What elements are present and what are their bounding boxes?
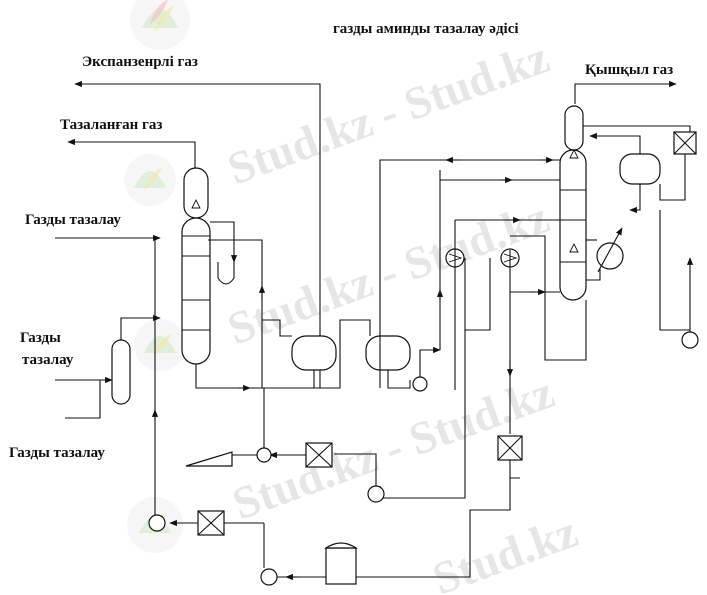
amine-storage-tank-roof bbox=[324, 542, 358, 549]
absorber-side-trap bbox=[217, 262, 235, 285]
regenerator-flow-icon bbox=[569, 242, 579, 253]
absorber-top bbox=[183, 167, 209, 219]
storage-return-line bbox=[356, 478, 511, 578]
drum1-inlet-line bbox=[262, 319, 292, 337]
acid-gas-line bbox=[574, 80, 677, 104]
amine-storage-tank bbox=[325, 547, 357, 585]
absorber-liquid-line bbox=[208, 239, 263, 388]
watermark-text: Stud.kz - Stud.kz bbox=[221, 191, 556, 354]
gas-cleaning-label-3: Газды тазалау bbox=[9, 445, 105, 461]
overhead-cooler-cross bbox=[673, 131, 697, 155]
storage-pump bbox=[260, 568, 278, 586]
drum2-outlet-line bbox=[387, 370, 411, 389]
absorber-flow-icon bbox=[191, 198, 201, 209]
flash-drum-1 bbox=[291, 335, 337, 371]
heat-exchanger-2-coil bbox=[503, 253, 518, 263]
purified-gas-line bbox=[67, 138, 196, 170]
makeup-pump bbox=[148, 514, 166, 532]
lean-amine-pump bbox=[367, 485, 385, 503]
purified-gas-label: Тазаланған газ bbox=[60, 117, 162, 133]
lean-cooler-outlet bbox=[509, 460, 520, 479]
reflux-drum bbox=[619, 153, 661, 185]
trim-cooler-cross bbox=[305, 442, 333, 468]
amine-filter bbox=[185, 451, 233, 467]
watermark-logo bbox=[134, 319, 186, 371]
rich-amine-line bbox=[195, 364, 320, 389]
reboiler bbox=[596, 242, 624, 270]
drum1-to-drum2-line bbox=[313, 319, 371, 389]
lean-pump-outlet bbox=[334, 453, 377, 486]
acid-gas-label: Қышқыл газ bbox=[585, 62, 673, 78]
regenerator-bottom-loop bbox=[510, 235, 587, 361]
reflux-pump bbox=[681, 331, 699, 349]
gas-cleaning-label-2a: Газды bbox=[20, 330, 61, 346]
regenerator-top bbox=[564, 105, 584, 151]
watermark-text: Stud.kz bbox=[426, 505, 584, 595]
reflux-pump-line bbox=[659, 210, 690, 331]
gas-cleaning-label-2b: тазалау bbox=[22, 352, 74, 368]
exchanger-loop bbox=[464, 258, 491, 331]
gas-cleaning-label-1: Газды тазалау bbox=[25, 212, 121, 228]
top-recirc-line bbox=[379, 159, 560, 388]
heat-exchanger-1-coil bbox=[448, 253, 463, 263]
rich-amine-pump bbox=[412, 376, 428, 392]
watermark-logo bbox=[124, 154, 176, 206]
absorber-column bbox=[181, 217, 211, 365]
reboiler-connector bbox=[586, 268, 601, 281]
regenerator-column bbox=[559, 149, 587, 301]
inlet-separator bbox=[111, 339, 131, 405]
absorber-feed-pump bbox=[256, 447, 272, 463]
separator-gas-line bbox=[120, 314, 161, 340]
diagram-title: газды аминды тазалау әдісі bbox=[333, 21, 519, 37]
makeup-cooler-cross bbox=[197, 510, 225, 536]
reflux-return-line bbox=[589, 132, 641, 154]
watermark-text: Stud.kz - Stud.kz bbox=[221, 31, 556, 194]
watermark-logo bbox=[130, 0, 190, 50]
reflux-drum-bottom-line bbox=[629, 184, 641, 214]
regenerator-flow-icon bbox=[569, 148, 579, 159]
expansion-gas-line bbox=[74, 80, 321, 388]
absorber-side-line bbox=[210, 221, 238, 263]
gas-inlet-line-3 bbox=[65, 380, 101, 419]
reboiler-heat-arrow bbox=[597, 227, 623, 273]
cooler-to-drum-line bbox=[659, 154, 686, 201]
expansion-gas-label: Экспанзенрлі газ bbox=[82, 54, 198, 70]
flash-drum-2 bbox=[365, 335, 411, 371]
pump-to-exchanger-line bbox=[419, 346, 441, 377]
lean-cooler-cross bbox=[497, 435, 523, 461]
